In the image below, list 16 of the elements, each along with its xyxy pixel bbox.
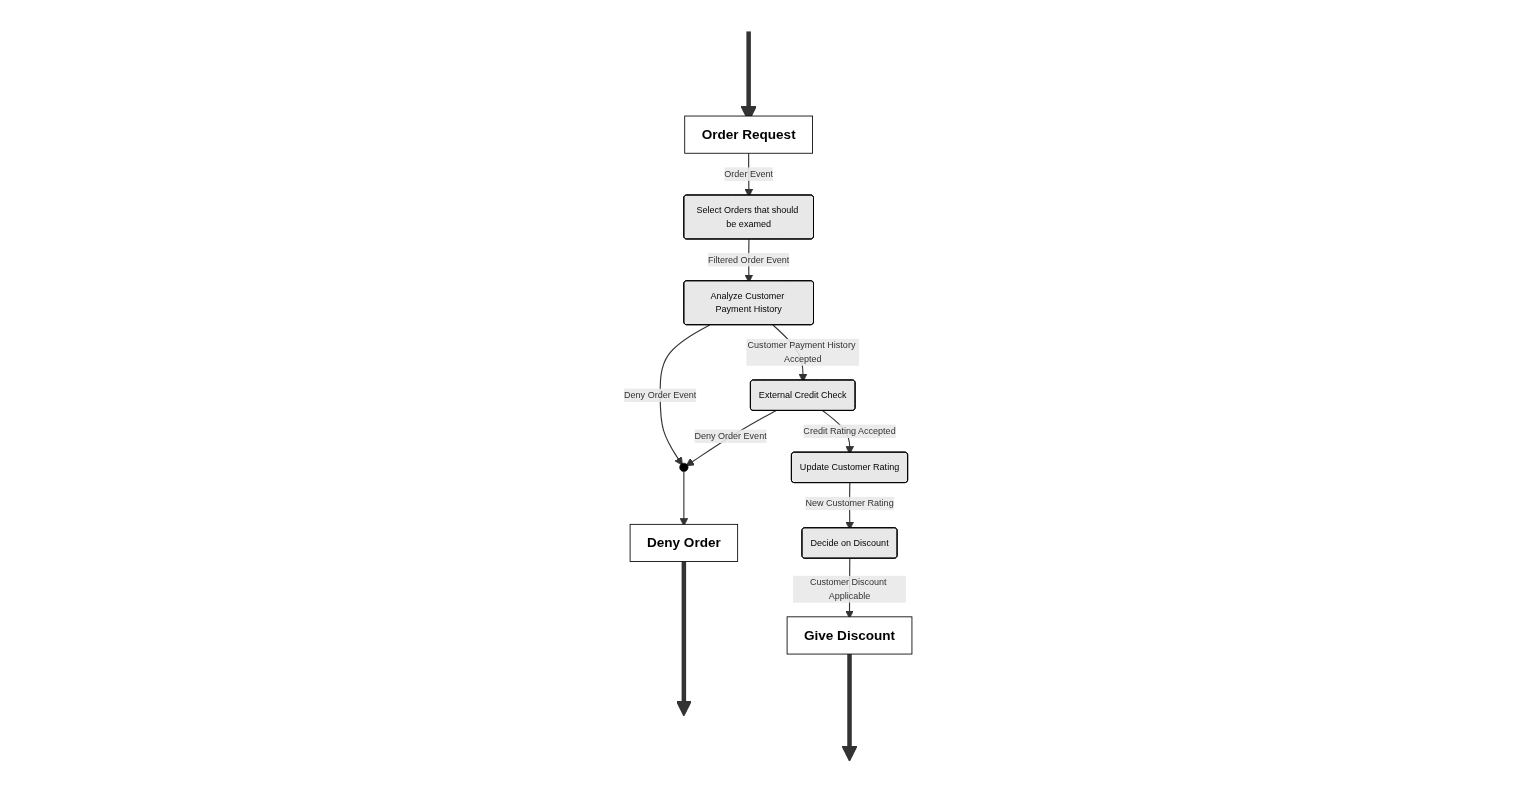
node-box: Give Discount: [786, 616, 913, 655]
edge-label: Customer Discount Applicable: [809, 577, 887, 601]
arrow: [675, 561, 692, 717]
edge-label: Order Event: [724, 169, 773, 179]
edge-label: Customer Payment History Accepted: [747, 340, 856, 364]
arrow: [685, 410, 777, 467]
node-circle: [679, 462, 689, 472]
edge-label: Deny Order Event: [624, 390, 697, 400]
node-box: Deny Order: [629, 523, 739, 562]
arrow: [659, 324, 711, 466]
edge-label: Credit Rating Accepted: [803, 426, 896, 436]
node-box: Order Request: [684, 115, 813, 154]
edge-label: Filtered Order Event: [708, 254, 790, 265]
edge-label: Deny Order Event: [694, 431, 767, 441]
arrow: [841, 654, 858, 762]
edge-label: New Customer Rating: [805, 498, 894, 508]
